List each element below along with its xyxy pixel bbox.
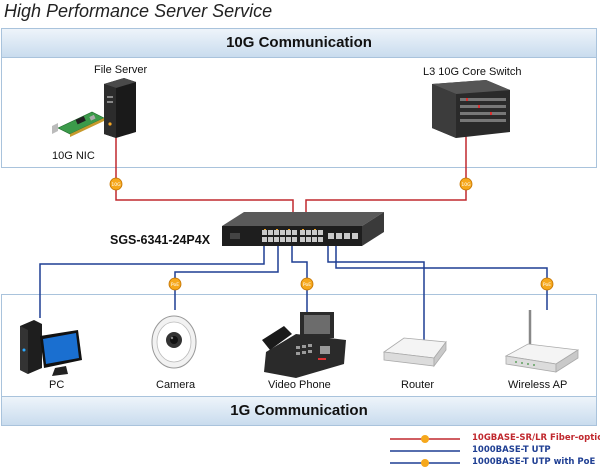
pc-label: PC xyxy=(49,379,65,391)
router-icon xyxy=(382,337,447,368)
router-label: Router xyxy=(401,379,435,391)
core-switch-icon xyxy=(432,80,510,138)
fiber-badge-2 xyxy=(459,177,473,191)
fiber-link-core-switch xyxy=(305,128,467,218)
wireless-ap-label: Wireless AP xyxy=(508,379,568,391)
pc-icon xyxy=(20,320,82,376)
poe-badge-wireless-ap-text: PoE xyxy=(543,282,551,288)
zone-10g-header: 10G Communication xyxy=(2,29,596,58)
camera-label: Camera xyxy=(156,379,196,391)
nic-label: 10G NIC xyxy=(52,150,95,162)
utp-link-router xyxy=(327,246,425,340)
poe-badge-video-phone-text: PoE xyxy=(303,282,311,288)
legend-label-fiber: 10GBASE-SR/LR Fiber-optic xyxy=(472,433,600,443)
video-phone-label: Video Phone xyxy=(268,379,331,391)
legend-label-utp-poe: 1000BASE-T UTP with PoE xyxy=(472,457,596,467)
fiber-badge-1-text: 10G xyxy=(111,182,121,188)
main-switch-icon xyxy=(222,212,384,246)
nic-card-icon xyxy=(52,111,105,137)
camera-icon xyxy=(151,315,197,369)
utp-link-camera xyxy=(174,246,279,310)
wireless-ap-icon xyxy=(504,310,580,373)
legend-label-utp: 1000BASE-T UTP xyxy=(472,445,551,455)
fiber-link-file-server xyxy=(115,130,294,218)
utp-link-wireless-ap xyxy=(335,246,548,310)
file-server-label: File Server xyxy=(94,64,148,76)
legend-item-utp: 1000BASE-T UTP xyxy=(388,445,598,457)
zone-1g-header: 1G Communication xyxy=(2,396,596,425)
poe-badge-camera xyxy=(168,277,182,291)
legend-lines xyxy=(390,435,460,467)
legend-item-fiber: 10GBASE-SR/LR Fiber-optic xyxy=(388,433,600,445)
legend-item-utp-poe: 1000BASE-T UTP with PoE xyxy=(388,457,598,469)
poe-badge-wireless-ap xyxy=(540,277,554,291)
fiber-badge-1 xyxy=(109,177,123,191)
file-server-icon xyxy=(104,78,136,138)
page-title: High Performance Server Service xyxy=(4,1,273,21)
video-phone-icon xyxy=(262,312,346,378)
fiber-badge-2-text: 10G xyxy=(461,182,471,188)
utp-link-pc xyxy=(39,246,265,318)
fiber-links xyxy=(115,128,467,218)
utp-links xyxy=(39,246,548,340)
main-switch-label: SGS-6341-24P4X xyxy=(110,233,211,247)
core-switch-label: L3 10G Core Switch xyxy=(423,66,522,78)
poe-badge-video-phone xyxy=(300,277,314,291)
poe-badge-camera-text: PoE xyxy=(171,282,179,288)
